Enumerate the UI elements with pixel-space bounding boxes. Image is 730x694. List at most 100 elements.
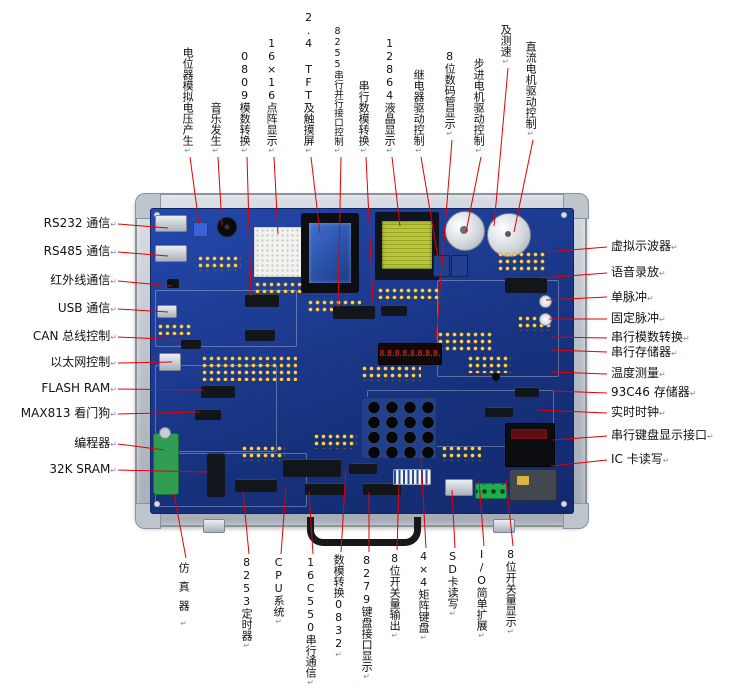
case-latch <box>493 519 515 533</box>
relay <box>451 255 468 277</box>
label-ir-comm: 红外线通信↵ <box>50 273 117 287</box>
pin-field <box>254 281 302 293</box>
label-4x4-keypad: 4×4矩阵键盘↵ <box>417 550 431 642</box>
linebreak-mark: ↵ <box>332 146 342 155</box>
label-rtc: 实时时钟↵ <box>611 405 666 419</box>
pcb-screw <box>561 212 567 218</box>
cpu-ic <box>283 459 341 477</box>
label-ic-card: IC 卡读写↵ <box>611 452 670 466</box>
label-8253-timer: 8253定时器↵ <box>240 556 254 650</box>
db9-rs232-connector <box>155 215 187 232</box>
linebreak-mark: ↵ <box>110 359 117 368</box>
linebreak-mark: ↵ <box>445 129 455 138</box>
eeprom-93c46-ic <box>515 387 539 397</box>
linebreak-mark: ↵ <box>526 129 536 138</box>
linebreak-mark: ↵ <box>419 633 429 642</box>
label-rs232: RS232 通信↵ <box>43 216 117 230</box>
linebreak-mark: ↵ <box>110 220 117 229</box>
label-relay: 继电器驱动控制↵ <box>412 69 426 155</box>
seven-segment-display: 8.8.8.8.8.8.8.8. <box>378 343 442 365</box>
linebreak-mark: ↵ <box>448 609 458 618</box>
pin-field <box>197 255 241 271</box>
linebreak-mark: ↵ <box>334 650 344 659</box>
linebreak-mark: ↵ <box>110 410 117 419</box>
label-emulator: 仿真器↵ <box>177 562 191 636</box>
linebreak-mark: ↵ <box>659 269 666 278</box>
linebreak-mark: ↵ <box>274 617 284 626</box>
case-latch <box>203 519 225 533</box>
linebreak-mark: ↵ <box>671 243 678 252</box>
tft-screen <box>309 223 351 283</box>
label-93c46: 93C46 存储器↵ <box>611 385 697 399</box>
pcb-zone <box>155 290 297 347</box>
label-can-bus: CAN 总线控制↵ <box>32 329 117 343</box>
rtc-ic <box>485 407 513 417</box>
linebreak-mark: ↵ <box>659 315 666 324</box>
label-voice: 语音录放↵ <box>611 265 666 279</box>
logic-ic <box>245 329 275 341</box>
usb-connector <box>157 305 177 318</box>
label-16c550: 16C550串行通信↵ <box>304 556 318 687</box>
linebreak-mark: ↵ <box>110 248 117 257</box>
pin-field <box>241 445 285 461</box>
pin-field <box>377 287 441 299</box>
linebreak-mark: ↵ <box>501 57 511 66</box>
linebreak-mark: ↵ <box>689 389 697 398</box>
label-fixed-pulse: 固定脉冲↵ <box>611 311 666 325</box>
linebreak-mark: ↵ <box>306 678 316 687</box>
label-8255: 8255串行并行接口控制↵ <box>331 26 343 155</box>
linebreak-mark: ↵ <box>110 277 117 286</box>
ic-card-reader <box>509 469 557 501</box>
linebreak-mark: ↵ <box>474 146 484 155</box>
led-dot-matrix-16x16 <box>254 227 304 277</box>
max813-watchdog-ic <box>195 409 221 420</box>
label-dc-motor: 直流电机驱动控制↵ <box>524 41 538 138</box>
label-speed-measure: 及测速↵ <box>499 24 513 66</box>
timer-8253-ic <box>235 479 277 492</box>
label-dac-0832: 数模转换0832↵ <box>332 554 346 659</box>
linebreak-mark: ↵ <box>240 146 250 155</box>
ic-card-contacts <box>517 476 529 485</box>
linebreak-mark: ↵ <box>179 619 189 636</box>
keyboard-8279-ic <box>363 483 401 495</box>
linebreak-mark: ↵ <box>659 409 666 418</box>
linebreak-mark: ↵ <box>477 631 487 640</box>
lcd-12864-screen <box>382 221 432 269</box>
dc-motor-shaft <box>505 231 511 237</box>
pin-field <box>467 355 511 373</box>
label-ethernet: 以太网控制↵ <box>50 355 117 369</box>
label-single-pulse: 单脉冲↵ <box>611 290 654 304</box>
uart-16c550-ic <box>305 483 345 495</box>
linebreak-mark: ↵ <box>390 631 400 640</box>
label-serial-dac: 串行数模转换↵ <box>357 80 371 155</box>
green-terminal-block <box>475 483 507 499</box>
linebreak-mark: ↵ <box>659 370 666 379</box>
flash-ram-ic <box>201 385 235 398</box>
potentiometer <box>193 222 208 237</box>
pin-field <box>201 355 297 381</box>
label-programmer: 编程器↵ <box>74 436 117 450</box>
can-controller-ic <box>181 339 201 349</box>
fixed-pulse-button <box>539 313 552 326</box>
label-music: 音乐发生↵ <box>209 102 223 155</box>
sd-card-slot <box>445 479 473 496</box>
dac-0832-ic <box>349 463 377 474</box>
experiment-board-case: 8.8.8.8.8.8.8.8. <box>135 193 589 546</box>
pin-field <box>157 323 193 335</box>
linebreak-mark: ↵ <box>362 672 372 681</box>
label-virtual-scope: 虚拟示波器↵ <box>611 239 678 253</box>
linebreak-mark: ↵ <box>647 294 654 303</box>
rj45-ethernet-jack <box>159 353 181 371</box>
linebreak-mark: ↵ <box>110 466 117 475</box>
label-16x16-matrix: 16×16点阵显示↵ <box>265 37 279 155</box>
zif-lever <box>159 427 171 439</box>
label-8-digit-display: 8位数码管显示↵ <box>443 50 457 138</box>
temperature-sensor <box>492 373 500 381</box>
case-corner <box>135 193 161 219</box>
ppi-8255-ic <box>333 305 375 319</box>
label-usb: USB 通信↵ <box>57 301 117 315</box>
stepper-motor-shaft <box>460 226 468 234</box>
linebreak-mark: ↵ <box>242 641 252 650</box>
linebreak-mark: ↵ <box>110 385 117 394</box>
